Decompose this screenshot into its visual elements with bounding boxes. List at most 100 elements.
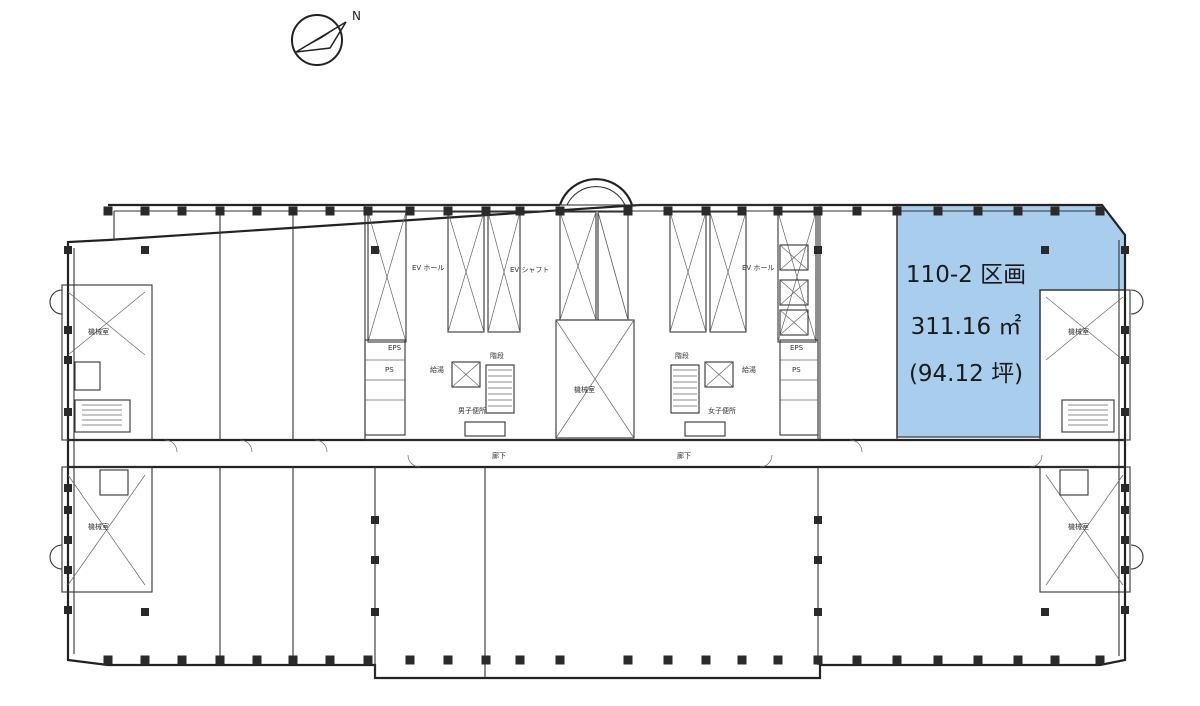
column [443,655,453,665]
machine-room-label-center: 機械室 [574,385,595,394]
stair-label-left: 階段 [490,351,504,360]
column [1095,655,1105,665]
column [701,655,711,665]
column [737,655,747,665]
column [1121,566,1129,574]
column [64,408,72,416]
north-arrow-icon: N [291,9,361,66]
column [64,536,72,544]
column [1041,246,1049,254]
column [814,246,822,254]
unit-name: 110-2 区画 [906,262,1026,288]
column [973,655,983,665]
column [64,606,72,614]
column [1121,246,1129,254]
column [1121,356,1129,364]
column [64,326,72,334]
ev-hall-label-left: EV ホール [412,264,444,272]
column [371,556,379,564]
column [623,206,633,216]
column [623,655,633,665]
column [363,655,373,665]
column [443,206,453,216]
column [813,206,823,216]
corridor-label-1: 廊下 [492,451,506,460]
eps-label-right: EPS [790,344,804,352]
column [814,556,822,564]
column [140,206,150,216]
column [663,206,673,216]
column [103,206,113,216]
column [405,206,415,216]
column [1121,506,1129,514]
unit-110-2-label: 110-2 区画 311.16 ㎡ (94.12 坪) [906,262,1026,387]
right-service-core: 機械室 機械室 [1039,289,1131,593]
column [288,206,298,216]
kyuto-label-right: 給湯 [742,365,756,374]
column [481,655,491,665]
column [64,506,72,514]
column [1121,536,1129,544]
column [933,655,943,665]
column [852,206,862,216]
column [555,206,565,216]
corridor-label-2: 廊下 [677,451,691,460]
column [177,206,187,216]
column [1121,326,1129,334]
central-core: EV ホール EV ホール EV シャフト 機械室 男子便所 女子便所 EPS … [364,204,821,441]
column [737,206,747,216]
column [325,655,335,665]
column [371,516,379,524]
column [481,206,491,216]
bay-windows [49,289,1144,570]
left-service-core: 機械室 機械室 [61,284,153,593]
machine-room-label-right-top: 機械室 [1068,327,1089,336]
ev-hall-label-right: EV ホール [742,264,774,272]
column [64,246,72,254]
column [892,655,902,665]
column [515,655,525,665]
column [288,655,298,665]
column [215,655,225,665]
column [1095,206,1105,216]
male-wc-label: 男子便所 [458,406,486,415]
column [1013,206,1023,216]
structural-columns [64,206,1129,665]
column [252,206,262,216]
machine-room-label-left-bottom: 機械室 [88,522,109,531]
female-wc-label: 女子便所 [708,406,736,415]
unit-area-tsubo: (94.12 坪) [909,361,1023,387]
column [252,655,262,665]
column [103,655,113,665]
column [363,206,373,216]
north-label: N [352,9,361,23]
column [325,206,335,216]
column [1050,206,1060,216]
column [892,206,902,216]
column [1013,655,1023,665]
ps-label-right: PS [792,366,801,374]
machine-room-label-right-bottom: 機械室 [1068,522,1089,531]
column [64,484,72,492]
column [1121,484,1129,492]
ps-label-left: PS [385,366,394,374]
unit-area-sqm: 311.16 ㎡ [911,314,1022,340]
column [814,516,822,524]
column [140,655,150,665]
column [814,608,822,616]
column [515,206,525,216]
column [405,655,415,665]
column [813,655,823,665]
ev-shaft-label: EV シャフト [510,266,549,274]
column [1050,655,1060,665]
corridor: 廊下 廊下 [68,438,1125,469]
column [1121,408,1129,416]
column [852,655,862,665]
column [701,206,711,216]
column [1041,608,1049,616]
column [1121,606,1129,614]
column [64,566,72,574]
column [973,206,983,216]
column [773,206,783,216]
